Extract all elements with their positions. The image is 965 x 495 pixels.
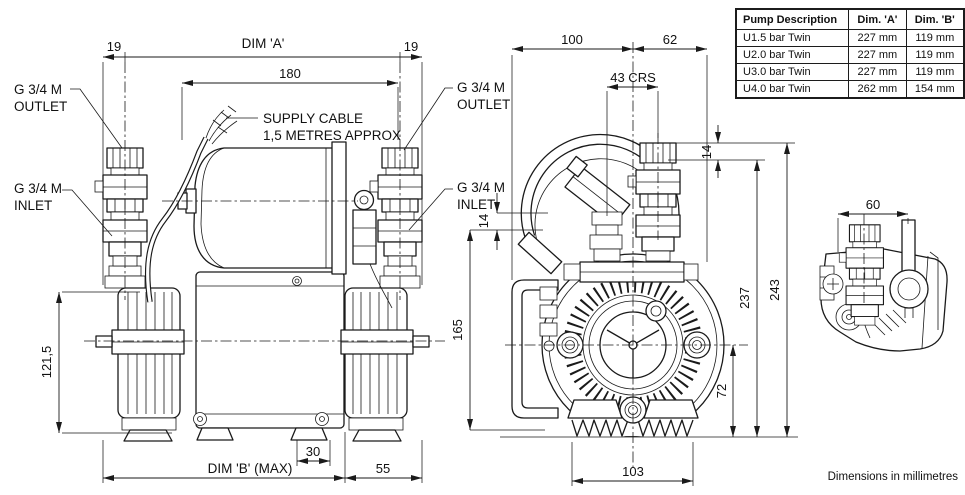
label-inlet-right-line1: G 3/4 M xyxy=(457,180,505,195)
dim-label-55: 55 xyxy=(376,461,390,476)
pump-top-flange xyxy=(563,261,699,283)
dim-label-dim-b-max: DIM 'B' (MAX) xyxy=(208,461,293,476)
table-row: U1.5 bar Twin 227 mm 119 mm xyxy=(735,29,965,47)
dim-label-43-crs: 43 CRS xyxy=(610,70,656,85)
table-cell-dim-a: 227 mm xyxy=(848,29,907,47)
dim-label-103: 103 xyxy=(622,464,644,479)
rib-hatching xyxy=(871,309,907,336)
supply-cable-drawing xyxy=(144,105,238,303)
table-header-dim-a: Dim. 'A' xyxy=(848,8,907,30)
dim-label-121-5: 121,5 xyxy=(39,346,54,379)
table-cell-desc: U1.5 bar Twin xyxy=(735,29,850,47)
side-view-fitting xyxy=(627,142,681,262)
volute-bolts xyxy=(556,300,711,424)
pump-dimension-table: Pump Description Dim. 'A' Dim. 'B' U1.5 … xyxy=(735,8,965,99)
dim-label-72: 72 xyxy=(714,384,729,398)
pressure-switch-drawing xyxy=(352,189,393,309)
front-view-centerlines xyxy=(84,62,445,342)
dim-label-14-left: 14 xyxy=(476,214,491,228)
label-outlet-left-line1: G 3/4 M xyxy=(14,82,62,97)
table-header-row: Pump Description Dim. 'A' Dim. 'B' xyxy=(735,8,965,30)
dimensions-footnote: Dimensions in millimetres xyxy=(827,471,958,483)
table-row: U4.0 bar Twin 262 mm 154 mm xyxy=(735,80,965,99)
dim-label-19-right: 19 xyxy=(404,39,418,54)
front-view-labels: G 3/4 M OUTLET G 3/4 M INLET G 3/4 M OUT… xyxy=(14,80,510,237)
dim-label-60: 60 xyxy=(866,197,880,212)
end-view-dimension-lines: 60 xyxy=(837,197,909,252)
motor-drawing xyxy=(177,141,347,275)
front-view: 19 DIM 'A' 19 180 121,5 30 DIM 'B' (MAX)… xyxy=(14,36,510,483)
label-outlet-left-line2: OUTLET xyxy=(14,99,67,114)
label-outlet-right-line1: G 3/4 M xyxy=(457,80,505,95)
label-outlet-right-line2: OUTLET xyxy=(457,97,510,112)
hose-nozzle xyxy=(517,231,563,275)
label-supply-cable-line2: 1,5 METRES APPROX xyxy=(263,128,401,143)
table-cell-dim-a: 227 mm xyxy=(848,46,907,64)
end-view: 60 xyxy=(819,197,948,352)
dim-label-100: 100 xyxy=(561,32,583,47)
table-cell-dim-b: 119 mm xyxy=(905,29,965,47)
label-supply-cable-line1: SUPPLY CABLE xyxy=(263,111,363,126)
right-pump-head xyxy=(340,265,430,442)
end-view-body xyxy=(819,248,948,352)
dim-label-dim-a: DIM 'A' xyxy=(242,36,285,51)
table-cell-dim-b: 119 mm xyxy=(905,46,965,64)
table-cell-dim-b: 154 mm xyxy=(905,80,965,99)
table-cell-dim-b: 119 mm xyxy=(905,63,965,81)
dim-label-62: 62 xyxy=(663,32,677,47)
front-view-dimension-lines xyxy=(56,52,423,483)
table-header-dim-b: Dim. 'B' xyxy=(905,8,965,30)
side-view-dimension-lines xyxy=(467,46,795,486)
side-view-centerlines xyxy=(505,42,748,468)
dim-label-237: 237 xyxy=(737,287,752,309)
dim-label-19-left: 19 xyxy=(107,39,121,54)
table-header-pump-description: Pump Description xyxy=(735,8,850,30)
label-inlet-right-line2: INLET xyxy=(457,197,495,212)
table-cell-desc: U4.0 bar Twin xyxy=(735,80,850,99)
table-row: U2.0 bar Twin 227 mm 119 mm xyxy=(735,46,965,64)
table-cell-desc: U3.0 bar Twin xyxy=(735,63,850,81)
table-row: U3.0 bar Twin 227 mm 119 mm xyxy=(735,63,965,81)
motor-flange xyxy=(331,141,347,275)
dim-label-14-right: 14 xyxy=(699,145,714,159)
pump-body-drawing xyxy=(193,271,345,441)
dim-label-30: 30 xyxy=(306,444,320,459)
end-view-pipe xyxy=(889,219,929,318)
table-cell-desc: U2.0 bar Twin xyxy=(735,46,850,64)
dim-label-243: 243 xyxy=(767,279,782,301)
anti-vibration-base xyxy=(567,399,699,437)
mounting-bracket xyxy=(511,279,559,419)
table-cell-dim-a: 262 mm xyxy=(848,80,907,99)
dim-label-165: 165 xyxy=(450,319,465,341)
side-view: 100 62 43 CRS 14 14 165 237 243 72 103 xyxy=(450,32,798,486)
label-inlet-left-line2: INLET xyxy=(14,198,52,213)
label-inlet-left-line1: G 3/4 M xyxy=(14,181,62,196)
inlet-fitting xyxy=(589,211,623,262)
front-view-dim-text: 19 DIM 'A' 19 180 121,5 30 DIM 'B' (MAX)… xyxy=(39,36,418,476)
dim-label-180: 180 xyxy=(279,66,301,81)
table-cell-dim-a: 227 mm xyxy=(848,63,907,81)
right-fitting xyxy=(369,147,423,267)
side-view-dim-text: 100 62 43 CRS 14 14 165 237 243 72 103 xyxy=(450,32,782,479)
